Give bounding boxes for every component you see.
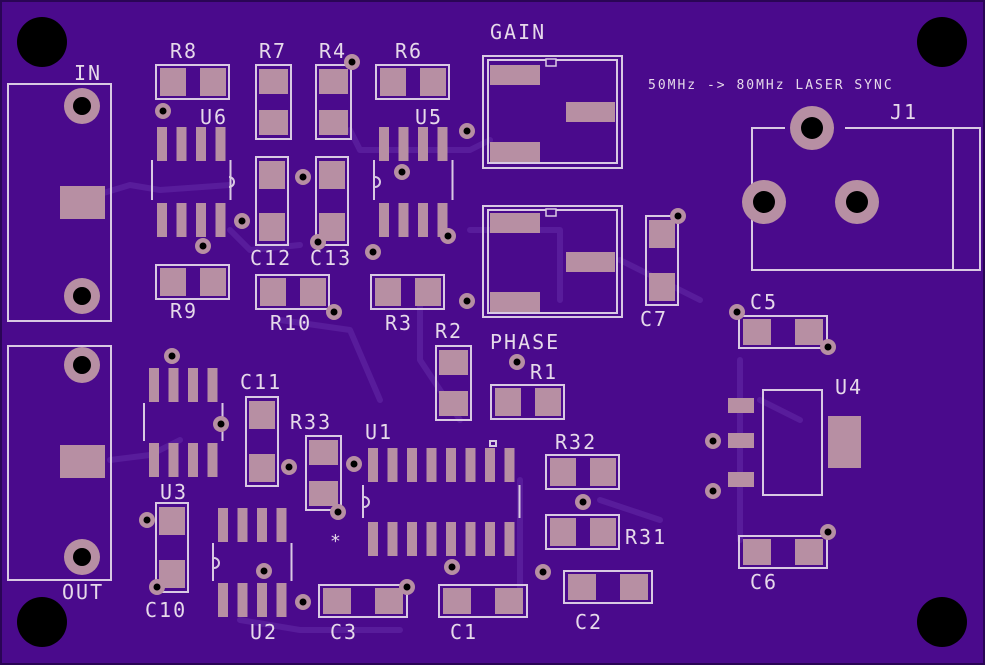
c12-footprint	[255, 156, 289, 246]
label-u1: U1	[365, 420, 393, 444]
r8-footprint	[155, 64, 230, 100]
vertical-components	[155, 64, 679, 593]
in-connector	[7, 83, 112, 322]
label-c7: C7	[640, 307, 668, 331]
r31-footprint	[545, 514, 620, 550]
c1-footprint	[438, 584, 528, 618]
label-r33: R33	[290, 410, 332, 434]
label-c11: C11	[240, 370, 282, 394]
gain-potentiometer	[482, 55, 623, 169]
c13-footprint	[315, 156, 349, 246]
label-c10: C10	[145, 598, 187, 622]
r7-footprint	[255, 64, 292, 140]
label-r3: R3	[385, 311, 413, 335]
label-c1: C1	[450, 620, 478, 644]
c5-footprint	[738, 315, 828, 349]
silkscreen-labels: IN OUT GAIN PHASE 50MHz -> 80MHz LASER S…	[62, 20, 918, 644]
r4-footprint	[315, 64, 352, 140]
label-phase: PHASE	[490, 330, 560, 354]
vias	[139, 54, 836, 610]
mounting-holes	[17, 17, 967, 647]
label-r2: R2	[435, 319, 463, 343]
label-r6: R6	[395, 39, 423, 63]
label-r10: R10	[270, 311, 312, 335]
u1-pin1-marker: *	[330, 531, 343, 552]
u3-footprint	[143, 368, 227, 477]
label-c6: C6	[750, 570, 778, 594]
label-c13: C13	[310, 246, 352, 270]
label-r8: R8	[170, 39, 198, 63]
phase-potentiometer	[482, 205, 623, 318]
label-u4: U4	[835, 375, 863, 399]
integrated-circuits	[143, 127, 521, 617]
label-r7: R7	[259, 39, 287, 63]
r32-footprint	[545, 454, 620, 490]
label-u3: U3	[160, 480, 188, 504]
r33-footprint	[305, 435, 342, 511]
label-u2: U2	[250, 620, 278, 644]
c2-footprint	[563, 570, 653, 604]
label-u5: U5	[415, 105, 443, 129]
label-gain: GAIN	[490, 20, 546, 44]
out-connector	[7, 345, 112, 581]
board-title: 50MHz -> 80MHz LASER SYNC	[648, 78, 894, 93]
label-j1: J1	[890, 100, 918, 124]
label-c3: C3	[330, 620, 358, 644]
u1-footprint	[362, 448, 521, 556]
label-r31: R31	[625, 525, 667, 549]
r6-footprint	[375, 64, 450, 100]
c6-footprint	[738, 535, 828, 569]
label-out: OUT	[62, 580, 104, 604]
c11-footprint	[245, 396, 279, 487]
c7-footprint	[645, 215, 679, 306]
label-r32: R32	[555, 430, 597, 454]
r1-footprint	[490, 384, 565, 420]
u5-footprint	[373, 127, 454, 237]
label-r9: R9	[170, 299, 198, 323]
label-r4: R4	[319, 39, 347, 63]
u4-regulator	[728, 389, 861, 496]
u6-footprint	[151, 127, 235, 237]
label-in: IN	[74, 61, 102, 85]
label-c5: C5	[750, 290, 778, 314]
r2-footprint	[435, 345, 472, 421]
r9-footprint	[155, 264, 230, 300]
c3-footprint	[318, 584, 408, 618]
label-u6: U6	[200, 105, 228, 129]
u2-footprint	[212, 508, 293, 617]
horizontal-components	[155, 64, 828, 618]
label-c2: C2	[575, 610, 603, 634]
r10-footprint	[255, 274, 330, 310]
label-c12: C12	[250, 246, 292, 270]
label-r1: R1	[530, 360, 558, 384]
j1-connector	[742, 106, 981, 271]
r3-footprint	[370, 274, 445, 310]
